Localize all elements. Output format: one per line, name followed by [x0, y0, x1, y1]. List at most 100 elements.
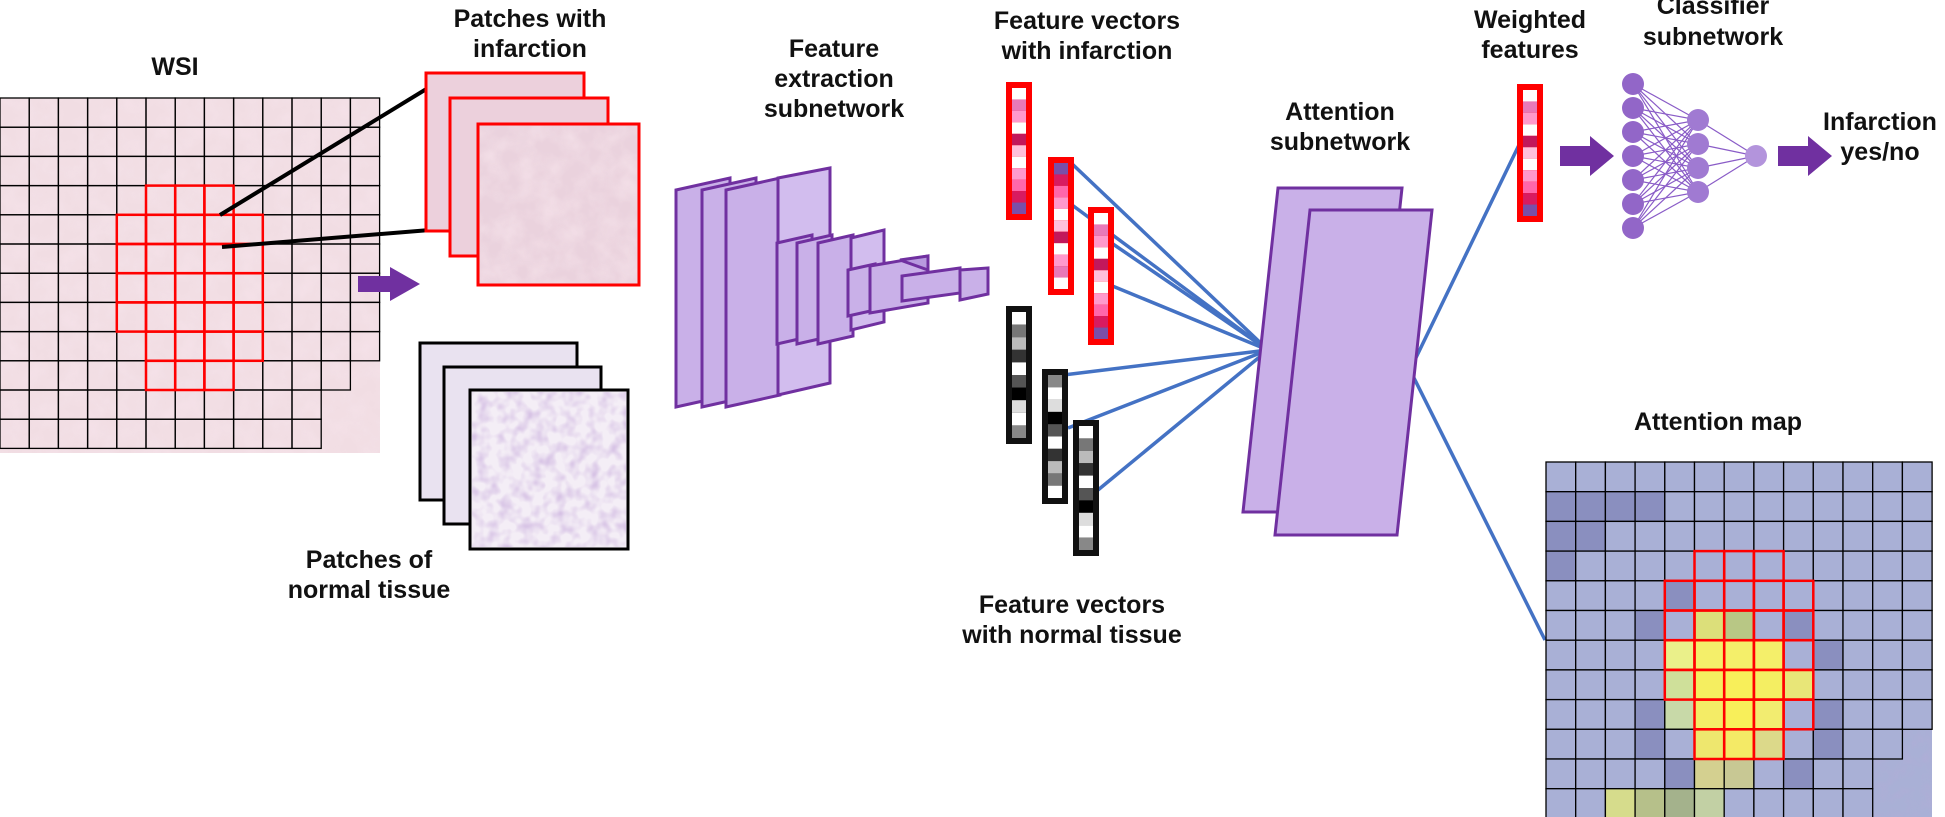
attention-map-tile	[1753, 491, 1785, 523]
nn-node	[1687, 133, 1709, 155]
attention-map-tile	[1575, 550, 1607, 582]
attention-map-tile	[1575, 788, 1607, 817]
attention-map-tile	[1664, 788, 1696, 817]
patches-infarction-label-1: Patches with	[454, 5, 607, 33]
attention-map-tile	[1723, 728, 1755, 760]
purple-arrow-icon	[1560, 136, 1614, 176]
attention-map-tile	[1545, 728, 1577, 760]
feature-cell	[1079, 512, 1093, 526]
attention-map-tile	[1604, 698, 1636, 730]
nn-node	[1622, 145, 1644, 167]
wsi-label: WSI	[151, 53, 198, 81]
feature-cell	[1523, 170, 1537, 182]
feature-cell	[1012, 99, 1026, 111]
attention-map-tile	[1812, 698, 1844, 730]
wsi-infarction-region	[115, 184, 265, 392]
attention-map-tile	[1575, 491, 1607, 523]
attention-map-tile	[1604, 669, 1636, 701]
attention-map-tile	[1545, 580, 1577, 612]
feature-cell	[1079, 537, 1093, 550]
attention-map-tile	[1842, 788, 1874, 817]
classifier-label-1: Classifier	[1657, 0, 1770, 20]
attention-map-tile	[1782, 609, 1814, 641]
feature-cell	[1012, 133, 1026, 146]
feature-cell	[1048, 375, 1062, 388]
feature-cell	[1012, 191, 1026, 203]
wsi-infarction-tile	[232, 330, 265, 363]
feature-cell	[1523, 135, 1537, 148]
nn-edge	[1632, 191, 1699, 229]
attention-map-tile	[1634, 461, 1666, 493]
attention-map-tile	[1782, 669, 1814, 701]
attention-map-tile	[1634, 639, 1666, 671]
attention-map-tile	[1575, 520, 1607, 552]
feature-cell	[1094, 270, 1108, 282]
attention-map-tile	[1872, 728, 1904, 760]
attention-map-tile	[1901, 580, 1933, 612]
attention-map-tile	[1782, 758, 1814, 790]
attention-map-tile	[1872, 491, 1904, 523]
attention-map-tile	[1812, 609, 1844, 641]
attention-map-tile	[1872, 639, 1904, 671]
feature-cell	[1012, 88, 1026, 100]
attention-map-tile	[1664, 728, 1696, 760]
feature-cell	[1048, 399, 1062, 412]
feature-vectors-infarction	[1006, 82, 1114, 345]
attention-map-tile	[1842, 698, 1874, 730]
feature-cell	[1523, 193, 1537, 205]
attention-map-tile	[1901, 609, 1933, 641]
feature-cell	[1079, 475, 1093, 488]
attention-map-tile	[1604, 788, 1636, 817]
attention-map-tile	[1842, 580, 1874, 612]
attention-map-tile	[1575, 580, 1607, 612]
feature-cell	[1048, 448, 1062, 462]
attention-map-tile	[1693, 669, 1725, 701]
feature-cell	[1012, 349, 1026, 363]
feature-cell	[1079, 438, 1093, 451]
feature-cell	[1054, 208, 1068, 221]
normal-patch-stack	[418, 341, 630, 551]
nn-node	[1622, 169, 1644, 191]
attention-map-tile	[1812, 580, 1844, 612]
feature-cell	[1523, 124, 1537, 136]
attention-map-tile	[1664, 520, 1696, 552]
feature-cell	[1012, 425, 1026, 438]
attention-map-tile	[1545, 788, 1577, 817]
attention-map-tile	[1782, 550, 1814, 582]
attention-map-tile	[1545, 609, 1577, 641]
nn-node	[1622, 121, 1644, 143]
attention-map-tile	[1693, 491, 1725, 523]
nn-edge	[1632, 143, 1699, 229]
attention-map-tile	[1723, 698, 1755, 730]
feature-cell	[1094, 258, 1108, 271]
attention-map-tile	[1753, 609, 1785, 641]
wsi-tile	[291, 418, 322, 450]
neural-network-icon	[1622, 73, 1767, 239]
attention-map-tile	[1545, 491, 1577, 523]
attention-map-tile	[1753, 698, 1785, 730]
attention-map	[1545, 461, 1933, 817]
nn-edge	[1632, 83, 1699, 121]
attention-map-tile	[1782, 639, 1814, 671]
attention-map-tile	[1575, 669, 1607, 701]
attention-map-tile	[1723, 758, 1755, 790]
attention-map-tile	[1664, 669, 1696, 701]
nn-edge	[1632, 167, 1699, 229]
attention-map-tile	[1812, 461, 1844, 493]
attention-map-tile	[1842, 520, 1874, 552]
nn-node	[1745, 145, 1767, 167]
attention-map-tile	[1664, 639, 1696, 671]
attention-map-tile	[1782, 698, 1814, 730]
feature-cell	[1054, 277, 1068, 289]
attention-map-tile	[1901, 520, 1933, 552]
attention-map-tile	[1872, 609, 1904, 641]
feature-cell	[1012, 179, 1026, 192]
attention-map-tile	[1842, 550, 1874, 582]
feature-cell	[1054, 220, 1068, 232]
feature-cell	[1054, 243, 1068, 255]
purple-arrow-icon	[358, 267, 420, 301]
attention-map-tile	[1634, 550, 1666, 582]
attention-map-tile	[1545, 669, 1577, 701]
attention-map-tile	[1812, 758, 1844, 790]
weighted-features-label-1: Weighted	[1474, 6, 1586, 34]
